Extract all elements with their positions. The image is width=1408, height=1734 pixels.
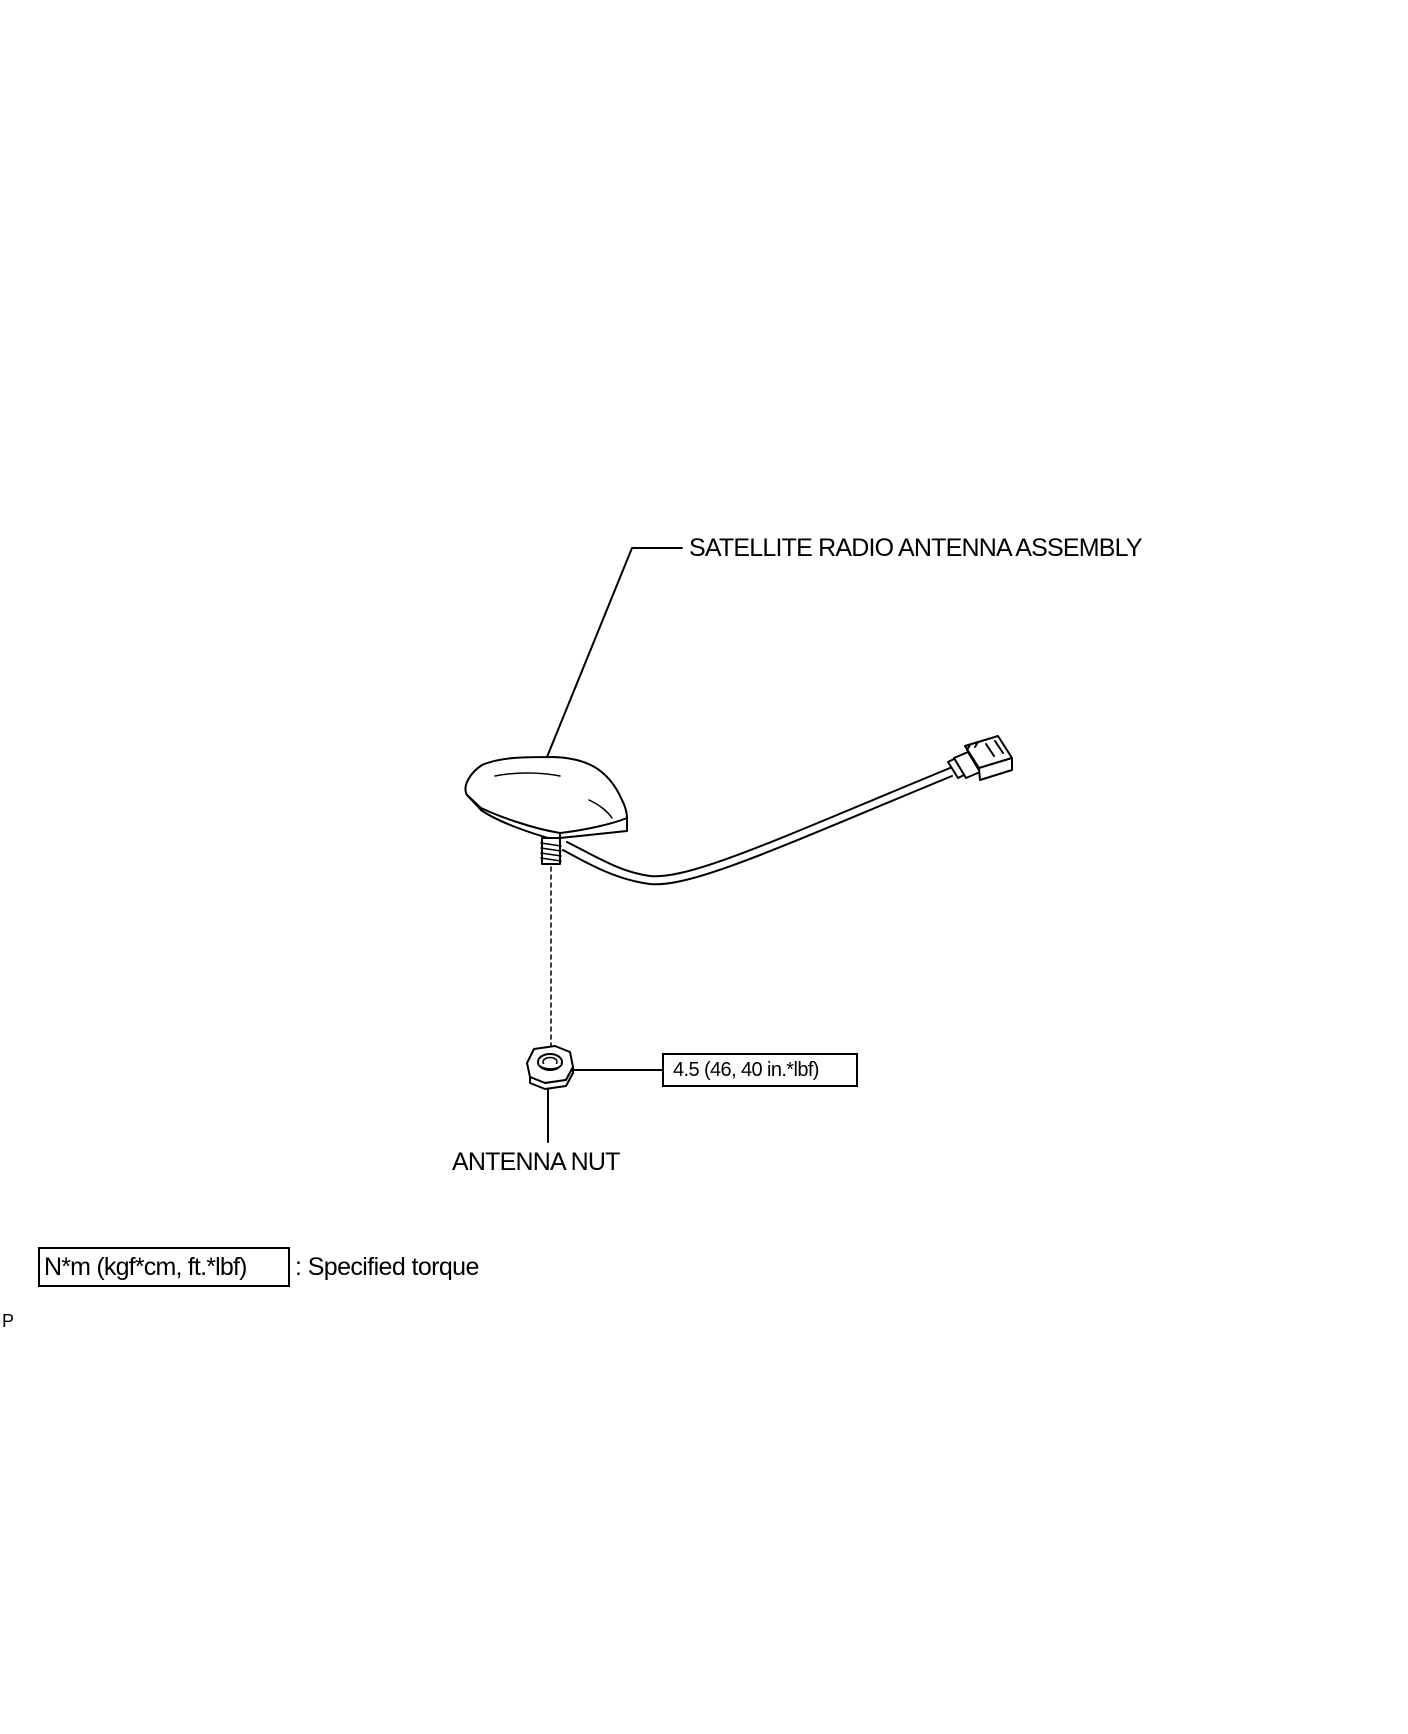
connector-icon (947, 735, 1013, 781)
assembly-leader-line (546, 547, 683, 758)
assembly-label: SATELLITE RADIO ANTENNA ASSEMBLY (689, 534, 1143, 562)
torque-value-box: 4.5 (46, 40 in.*lbf) (662, 1053, 858, 1087)
page-code: P (2, 1311, 15, 1331)
antenna-cable (562, 767, 953, 886)
legend-description: : Specified torque (295, 1253, 479, 1281)
antenna-assembly-icon (464, 756, 628, 841)
antenna-nut-icon (526, 1045, 574, 1090)
nut-label: ANTENNA NUT (452, 1148, 620, 1176)
antenna-stud (540, 837, 562, 865)
legend-units-box: N*m (kgf*cm, ft.*lbf) (38, 1247, 290, 1287)
